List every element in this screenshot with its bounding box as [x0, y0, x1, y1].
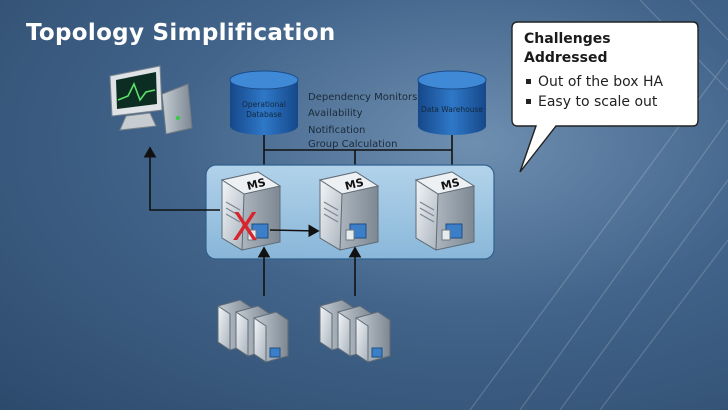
management-server-2: MS — [318, 171, 380, 251]
challenges-callout-bubble — [511, 21, 699, 173]
operational-database: Operational Database — [229, 70, 299, 135]
ms-label: MS — [440, 176, 462, 193]
data-warehouse-label: Data Warehouse — [421, 105, 483, 114]
failover-arrow — [269, 224, 320, 238]
callout-list: Out of the box HA Easy to scale out — [524, 72, 694, 112]
ms-label: MS — [344, 176, 366, 193]
bullet-square-icon — [526, 98, 531, 104]
agent-server-group-1 — [217, 299, 289, 363]
monitoring-console-icon — [109, 65, 193, 135]
challenges-callout: Challenges Addressed Out of the box HA E… — [524, 30, 694, 112]
management-server-1: MS — [220, 171, 282, 251]
ms-label: MS — [246, 176, 268, 193]
management-server-3: MS — [414, 171, 476, 251]
feature-group-calculation: Group Calculation — [308, 139, 398, 150]
db-connectors — [263, 134, 453, 165]
callout-item-text: Easy to scale out — [538, 94, 658, 110]
feature-availability: Availability — [308, 108, 363, 119]
feature-notification: Notification — [308, 125, 366, 136]
callout-heading-line1: Challenges — [524, 31, 611, 47]
callout-item-text: Out of the box HA — [538, 74, 664, 90]
bullet-square-icon — [526, 78, 531, 84]
callout-item-scale: Easy to scale out — [524, 92, 694, 112]
callout-heading-line2: Addressed — [524, 50, 608, 66]
agent-server-group-2 — [319, 299, 391, 363]
data-warehouse-database: Data Warehouse — [417, 70, 487, 135]
slide-title: Topology Simplification — [26, 20, 336, 46]
operational-db-label-1: Operational — [242, 100, 286, 109]
operational-db-label-2: Database — [246, 110, 282, 119]
console-connector — [143, 146, 220, 211]
failure-x-mark: X — [232, 205, 258, 249]
callout-item-ha: Out of the box HA — [524, 72, 694, 92]
feature-dependency-monitors: Dependency Monitors — [308, 92, 418, 103]
